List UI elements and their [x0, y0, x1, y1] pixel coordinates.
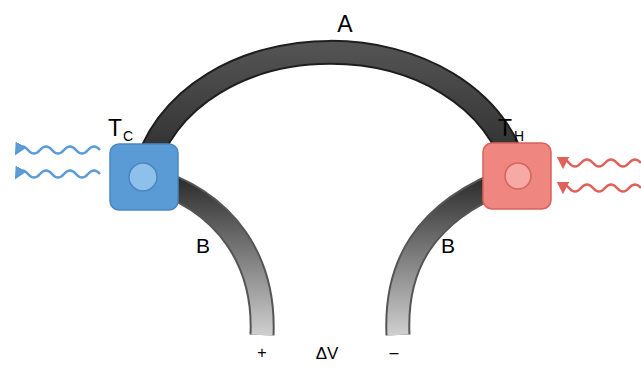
heat-out-arrow: [18, 147, 100, 154]
terminal-sign: –: [390, 345, 399, 361]
temperature-subscript: H: [514, 129, 524, 143]
temperature-symbol: T: [108, 117, 122, 140]
wire-label: B: [441, 235, 455, 256]
cold-junction-block: [110, 144, 178, 210]
wire-a-outline: [143, 52, 518, 177]
heat-in-arrow: [563, 185, 641, 192]
voltage-label: ΔV: [316, 345, 339, 362]
hot-junction-block: [483, 143, 551, 209]
wire-label: A: [337, 13, 352, 36]
temperature-symbol: T: [498, 117, 512, 140]
wire-label: B: [196, 235, 210, 256]
heat-out-arrow: [18, 171, 100, 178]
terminal-sign: +: [257, 345, 266, 361]
temperature-subscript: C: [123, 129, 133, 143]
heat-in-arrow: [563, 160, 641, 167]
cold-junction: [129, 163, 157, 191]
hot-junction: [505, 163, 531, 189]
wire-a: [143, 52, 518, 177]
